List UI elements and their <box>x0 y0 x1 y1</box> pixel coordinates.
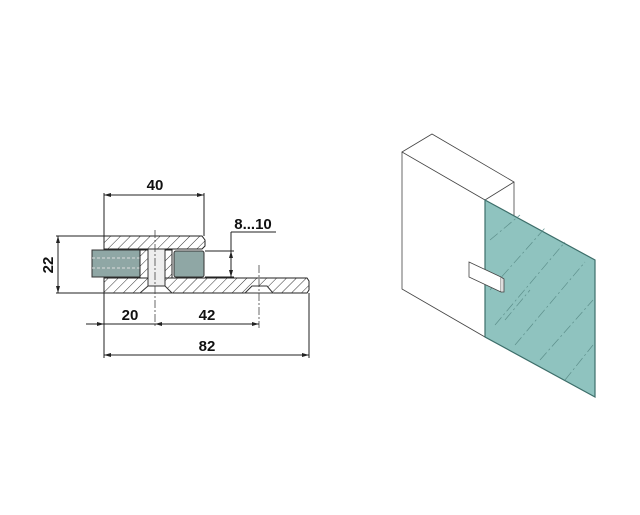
dim-axis-to-hole: 42 <box>199 307 216 324</box>
dim-width-top: 40 <box>147 177 164 194</box>
countersink-left <box>138 285 174 294</box>
dim-height: 22 <box>40 257 57 274</box>
dim-edge-to-axis: 20 <box>122 307 139 324</box>
base-plate <box>103 277 310 294</box>
glass-panel <box>484 198 596 399</box>
dim-total-length: 82 <box>199 338 216 355</box>
inner-spacer-right <box>164 249 173 279</box>
isometric-view <box>401 133 596 399</box>
top-clamp-plate <box>103 235 206 250</box>
rubber-pad <box>173 250 205 278</box>
bolt <box>147 248 166 292</box>
inner-spacer-left <box>139 249 149 279</box>
glass-pane-section <box>91 249 141 278</box>
section-view: 40 22 8...10 20 42 82 <box>40 177 310 358</box>
dim-glass-thickness: 8...10 <box>234 216 272 233</box>
